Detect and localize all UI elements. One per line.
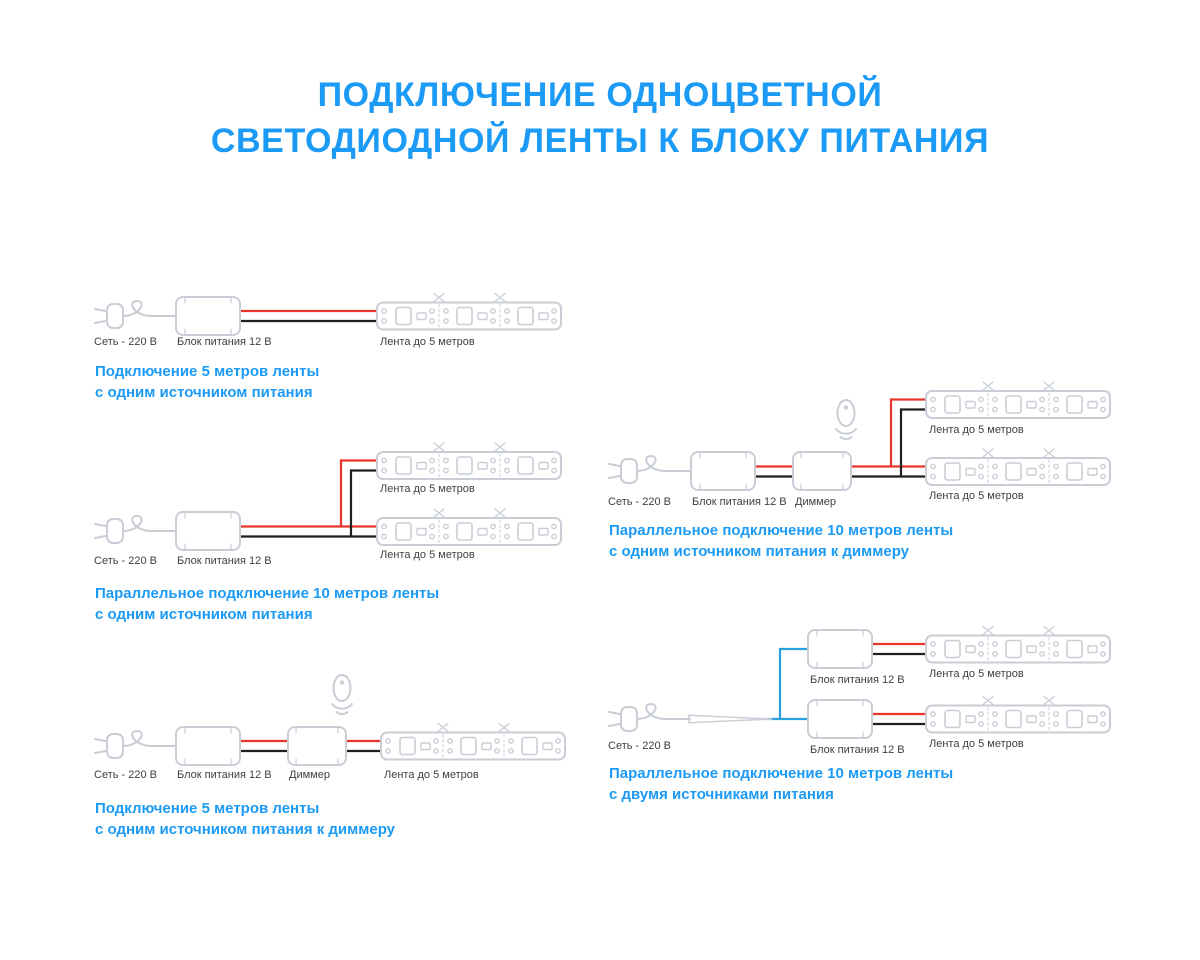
label-psu-d5-bottom: Блок питания 12 В	[810, 744, 905, 756]
led-strip-icon	[376, 292, 562, 331]
dimmer-icon	[792, 451, 852, 491]
diagram-3-graphic	[94, 674, 566, 766]
label-mains-d4: Сеть - 220 В	[608, 496, 671, 508]
led-strip-icon-bottom	[925, 448, 1111, 486]
caption-d2-line2: с одним источником питания	[95, 605, 313, 623]
label-mains-d1: Сеть - 220 В	[94, 336, 157, 348]
power-supply-icon-bottom	[807, 699, 873, 739]
label-strip-d2-bottom: Лента до 5 метров	[380, 549, 475, 561]
plug-icon	[94, 730, 177, 759]
mains-cable-wedge	[688, 714, 773, 724]
power-supply-icon	[175, 511, 241, 551]
caption-d1-line2: с одним источником питания	[95, 383, 313, 401]
power-supply-icon	[690, 451, 756, 491]
caption-d5-line1: Параллельное подключение 10 метров ленты	[609, 765, 954, 782]
diagram-5-graphic	[608, 625, 1111, 739]
remote-control-icon	[331, 674, 353, 716]
caption-d3-line1: Подключение 5 метров ленты	[95, 800, 320, 817]
caption-d1-line1: Подключение 5 метров ленты	[95, 363, 320, 380]
label-strip-d5-top: Лента до 5 метров	[929, 668, 1024, 680]
label-dimmer-d3: Диммер	[289, 769, 330, 781]
caption-d2: Параллельное подключение 10 метров ленты…	[95, 584, 439, 625]
led-strip-icon-bottom	[376, 508, 562, 546]
power-supply-icon-top	[807, 629, 873, 669]
label-mains-d3: Сеть - 220 В	[94, 769, 157, 781]
caption-d5: Параллельное подключение 10 метров ленты…	[609, 764, 953, 805]
plug-icon	[608, 703, 691, 732]
label-psu-d3: Блок питания 12 В	[177, 769, 272, 781]
power-supply-icon	[175, 296, 241, 336]
wire-red-branch	[889, 398, 931, 467]
plug-icon	[94, 515, 177, 544]
label-strip-d3: Лента до 5 метров	[384, 769, 479, 781]
led-strip-icon-top	[925, 625, 1111, 664]
title-line-1: ПОДКЛЮЧЕНИЕ ОДНОЦВЕТНОЙ	[317, 76, 883, 114]
caption-d4: Параллельное подключение 10 метров ленты…	[609, 521, 953, 562]
label-mains-d5: Сеть - 220 В	[608, 740, 671, 752]
plug-icon	[94, 300, 177, 329]
diagram-1-graphic	[94, 292, 562, 336]
diagram-2-graphic	[94, 442, 562, 551]
page-title: ПОДКЛЮЧЕНИЕ ОДНОЦВЕТНОЙ СВЕТОДИОДНОЙ ЛЕН…	[0, 72, 1200, 164]
label-psu-d1: Блок питания 12 В	[177, 336, 272, 348]
led-strip-icon-top	[925, 381, 1111, 419]
label-psu-d4: Блок питания 12 В	[692, 496, 787, 508]
title-line-2: СВЕТОДИОДНОЙ ЛЕНТЫ К БЛОКУ ПИТАНИЯ	[210, 122, 990, 160]
caption-d4-line2: с одним источником питания к диммеру	[609, 542, 909, 560]
caption-d2-line1: Параллельное подключение 10 метров ленты	[95, 585, 440, 602]
caption-d4-line1: Параллельное подключение 10 метров ленты	[609, 522, 954, 539]
caption-d5-line2: с двумя источниками питания	[609, 785, 834, 803]
remote-control-icon	[835, 399, 857, 441]
wire-red-branch	[339, 459, 381, 527]
label-dimmer-d4: Диммер	[795, 496, 836, 508]
led-strip-icon	[380, 722, 566, 761]
caption-d3-line2: с одним источником питания к диммеру	[95, 820, 395, 838]
caption-d1: Подключение 5 метров ленты с одним источ…	[95, 362, 319, 403]
led-strip-icon-bottom	[925, 695, 1111, 734]
wire-blue-mains-branch	[778, 647, 812, 719]
plug-icon	[608, 455, 691, 484]
label-strip-d2-top: Лента до 5 метров	[380, 483, 475, 495]
label-strip-d1: Лента до 5 метров	[380, 336, 475, 348]
label-strip-d4-bottom: Лента до 5 метров	[929, 490, 1024, 502]
wire-black-branch	[899, 408, 931, 477]
label-mains-d2: Сеть - 220 В	[94, 555, 157, 567]
dimmer-icon	[287, 726, 347, 766]
led-strip-icon-top	[376, 442, 562, 480]
wire-black-branch	[349, 469, 381, 537]
label-psu-d5-top: Блок питания 12 В	[810, 674, 905, 686]
caption-d3: Подключение 5 метров ленты с одним источ…	[95, 799, 395, 840]
label-strip-d5-bottom: Лента до 5 метров	[929, 738, 1024, 750]
power-supply-icon	[175, 726, 241, 766]
label-strip-d4-top: Лента до 5 метров	[929, 424, 1024, 436]
label-psu-d2: Блок питания 12 В	[177, 555, 272, 567]
diagram-4-graphic	[608, 381, 1111, 491]
